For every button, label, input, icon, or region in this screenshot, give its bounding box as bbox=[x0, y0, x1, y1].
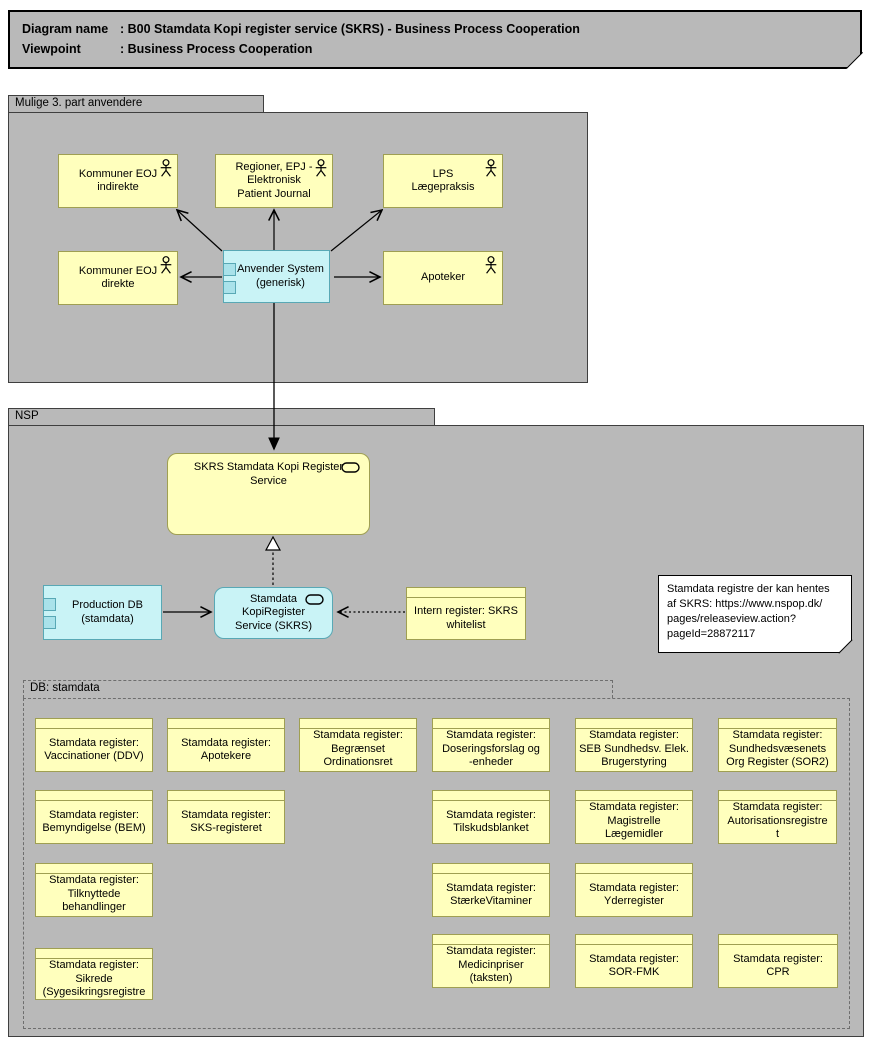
register-medicinpriser-taksten: Stamdata register: Medicinpriser (takste… bbox=[432, 934, 550, 988]
register-label: Stamdata register: Doseringsforslag og -… bbox=[442, 729, 540, 768]
register-magistrelle-laegemidler: Stamdata register: Magistrelle Lægemidle… bbox=[575, 790, 693, 844]
title-label: Diagram name bbox=[22, 22, 109, 36]
register-label: Stamdata register: Vaccinationer (DDV) bbox=[44, 736, 144, 763]
register-label: Stamdata register: Tilknyttede behandlin… bbox=[49, 874, 139, 913]
register-label: Stamdata register: Magistrelle Lægemidle… bbox=[589, 801, 679, 840]
register-label: Stamdata register: SEB Sundhedsv. Elek. … bbox=[579, 729, 689, 768]
register-label: Stamdata register: Apotekere bbox=[181, 736, 271, 763]
register-label: Stamdata register: Sundhedsvæsenets Org … bbox=[726, 729, 829, 768]
register-doseringsforslag: Stamdata register: Doseringsforslag og -… bbox=[432, 718, 550, 772]
actor-regioner-epj: Regioner, EPJ - Elektronisk Patient Jour… bbox=[215, 154, 333, 208]
register-begraenset-ordinationsret: Stamdata register: Begrænset Ordinations… bbox=[299, 718, 417, 772]
register-label: Stamdata register: Medicinpriser (takste… bbox=[446, 945, 536, 984]
component-anvender-system: Anvender System (generisk) bbox=[223, 250, 330, 303]
object-intern-register-whitelist: Intern register: SKRS whitelist bbox=[406, 587, 526, 640]
register-tilknyttede-behandlinger: Stamdata register: Tilknyttede behandlin… bbox=[35, 863, 153, 917]
component-icon bbox=[44, 598, 56, 611]
note-skrs-link: Stamdata registre der kan hentes af SKRS… bbox=[658, 575, 853, 654]
group-body-third-party bbox=[8, 112, 588, 383]
group-tab-nsp: NSP bbox=[8, 408, 435, 425]
business-actor-icon bbox=[160, 159, 172, 177]
object-label: Intern register: SKRS whitelist bbox=[414, 605, 518, 631]
title-value: : Business Process Cooperation bbox=[120, 42, 313, 56]
group-body-db-stamdata bbox=[23, 698, 850, 1029]
title-row-diagram-name: Diagram name : B00 Stamdata Kopi register… bbox=[22, 19, 846, 39]
register-label: Stamdata register: SOR-FMK bbox=[589, 952, 679, 979]
actor-label: LPS Lægepraksis bbox=[411, 167, 475, 194]
register-sor2: Stamdata register: Sundhedsvæsenets Org … bbox=[718, 718, 837, 772]
register-autorisationsregistret: Stamdata register: Autorisationsregistre… bbox=[718, 790, 837, 844]
actor-kommuner-eoj-direkte: Kommuner EOJ direkte bbox=[58, 251, 178, 305]
title-note: Diagram name : B00 Stamdata Kopi register… bbox=[8, 10, 863, 69]
actor-label: Regioner, EPJ - Elektronisk Patient Jour… bbox=[235, 160, 313, 200]
group-tab-third-party: Mulige 3. part anvendere bbox=[8, 95, 264, 112]
service-label: Stamdata KopiRegister Service (SKRS) bbox=[234, 592, 313, 632]
register-vaccinationer-ddv: Stamdata register: Vaccinationer (DDV) bbox=[35, 718, 153, 772]
service-skrs-stamdata-kopi-register: SKRS Stamdata Kopi Register Service bbox=[167, 453, 370, 535]
register-label: Stamdata register: SKS-registeret bbox=[181, 808, 271, 835]
component-label: Production DB (stamdata) bbox=[72, 599, 143, 625]
register-staerkevitaminer: Stamdata register: StærkeVitaminer bbox=[432, 863, 550, 917]
title-note-body: Diagram name : B00 Stamdata Kopi register… bbox=[8, 10, 862, 69]
title-row-viewpoint: Viewpoint : Business Process Cooperation bbox=[22, 39, 846, 59]
register-sks-registeret: Stamdata register: SKS-registeret bbox=[167, 790, 285, 844]
register-label: Stamdata register: CPR bbox=[733, 952, 823, 979]
service-icon bbox=[341, 462, 360, 473]
register-label: Stamdata register: Begrænset Ordinations… bbox=[313, 729, 403, 768]
register-seb-brugerstyring: Stamdata register: SEB Sundhedsv. Elek. … bbox=[575, 718, 693, 772]
register-apotekere: Stamdata register: Apotekere bbox=[167, 718, 285, 772]
business-actor-icon bbox=[485, 159, 497, 177]
group-tab-db-stamdata: DB: stamdata bbox=[23, 680, 613, 698]
business-actor-icon bbox=[315, 159, 327, 177]
register-bemyndigelse-bem: Stamdata register: Bemyndigelse (BEM) bbox=[35, 790, 153, 844]
register-sikrede-sygesikringsregisteret: Stamdata register: Sikrede (Sygesikrings… bbox=[35, 948, 153, 1000]
actor-label: Kommuner EOJ direkte bbox=[78, 264, 158, 291]
register-label: Stamdata register: Yderregister bbox=[589, 881, 679, 908]
title-label: Viewpoint bbox=[22, 42, 81, 56]
actor-kommuner-eoj-indirekte: Kommuner EOJ indirekte bbox=[58, 154, 178, 208]
register-cpr: Stamdata register: CPR bbox=[718, 934, 838, 988]
actor-label: Apoteker bbox=[420, 271, 466, 284]
actor-label: Kommuner EOJ indirekte bbox=[78, 167, 158, 194]
register-label: Stamdata register: Autorisationsregistre… bbox=[727, 801, 828, 840]
component-icon bbox=[44, 616, 56, 629]
component-icon bbox=[224, 263, 236, 276]
register-yderregister: Stamdata register: Yderregister bbox=[575, 863, 693, 917]
business-actor-icon bbox=[160, 256, 172, 274]
register-label: Stamdata register: Tilskudsblanket bbox=[446, 808, 536, 835]
register-tilskudsblanket: Stamdata register: Tilskudsblanket bbox=[432, 790, 550, 844]
register-label: Stamdata register: Sikrede (Sygesikrings… bbox=[42, 959, 146, 998]
component-label: Anvender System (generisk) bbox=[237, 263, 324, 289]
component-production-db: Production DB (stamdata) bbox=[43, 585, 162, 640]
service-icon bbox=[305, 594, 324, 605]
register-label: Stamdata register: Bemyndigelse (BEM) bbox=[42, 808, 146, 835]
service-stamdata-kopiregister-skrs: Stamdata KopiRegister Service (SKRS) bbox=[214, 587, 333, 639]
service-label: SKRS Stamdata Kopi Register Service bbox=[193, 461, 344, 487]
actor-apoteker: Apoteker bbox=[383, 251, 503, 305]
component-icon bbox=[224, 281, 236, 294]
register-label: Stamdata register: StærkeVitaminer bbox=[446, 881, 536, 908]
actor-lps-laegepraksis: LPS Lægepraksis bbox=[383, 154, 503, 208]
business-actor-icon bbox=[485, 256, 497, 274]
title-value: : B00 Stamdata Kopi register service (SK… bbox=[120, 22, 580, 36]
register-sor-fmk: Stamdata register: SOR-FMK bbox=[575, 934, 693, 988]
note-text: Stamdata registre der kan hentes af SKRS… bbox=[658, 575, 852, 653]
